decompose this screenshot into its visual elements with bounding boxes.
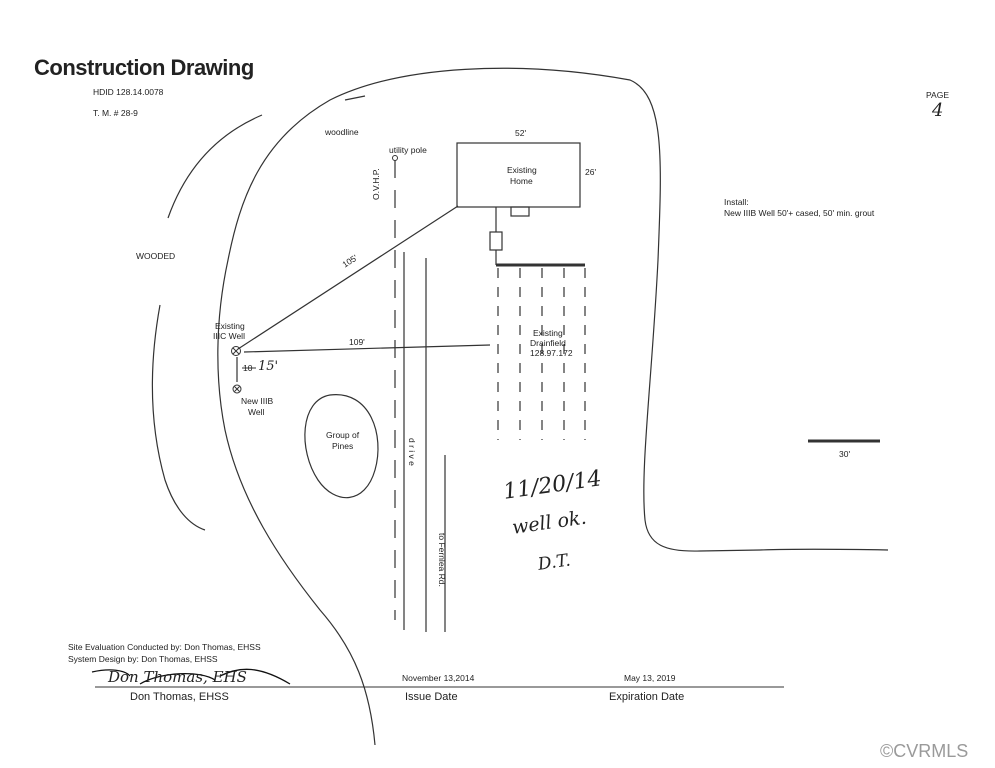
new-well-icon — [232, 384, 242, 394]
install-label-line1: Install: — [724, 197, 749, 207]
pines-label-line2: Pines — [332, 441, 354, 451]
existing-home — [456, 142, 581, 208]
site-evaluation-credit: Site Evaluation Conducted by: Don Thomas… — [68, 642, 261, 652]
drive-label: d r i v e — [407, 438, 417, 466]
cvrmls-watermark: ©CVRMLS — [880, 741, 969, 761]
drainfield-label-line3: 128.97.172 — [530, 348, 573, 358]
tax-map-label: T. M. # 28-9 — [93, 108, 138, 118]
existing-well-label-line1: Existing — [215, 321, 245, 331]
install-label-line2: New IIIB Well 50'+ cased, 50' min. grout — [724, 208, 875, 218]
well-spacing-label: 15' — [258, 359, 279, 374]
distance-drainfield-label: 109' — [349, 337, 365, 347]
expiration-date-label: Expiration Date — [609, 691, 685, 703]
well-spacing-struck: 10 — [243, 363, 253, 373]
boundary-line — [217, 67, 889, 746]
pines-label-line1: Group of — [326, 430, 360, 440]
utility-pole-label: utility pole — [389, 145, 427, 155]
expiration-date-value: May 13, 2019 — [624, 673, 676, 683]
distance-line-drainfield — [243, 344, 491, 353]
home-label-line1: Existing — [507, 165, 537, 175]
woodline-label: woodline — [325, 127, 359, 137]
drainfield-lines — [497, 268, 586, 440]
overhead-power-label: O.V.H.P. — [371, 168, 381, 200]
woodline-stroke — [344, 95, 366, 101]
home-label-line2: Home — [510, 176, 533, 186]
scale-label: 30' — [839, 449, 851, 459]
page-title: Construction Drawing — [34, 55, 254, 80]
new-well-label-line1: New IIIB — [241, 396, 274, 406]
woods-arc — [167, 114, 263, 219]
distance-line-home — [237, 205, 459, 350]
existing-well-icon — [231, 346, 241, 356]
group-of-pines — [304, 394, 379, 499]
utility-pole-icon — [392, 155, 398, 161]
wooded-label: WOODED — [136, 251, 176, 261]
new-well-label-line2: Well — [248, 407, 265, 417]
home-depth-label: 26' — [585, 167, 597, 177]
handwritten-initials: D.T. — [536, 550, 572, 575]
existing-well-label-line2: IIIC Well — [213, 331, 245, 341]
drainfield-label-line2: Drainfield — [530, 338, 566, 348]
woods-arc-lower — [151, 304, 206, 531]
septic-tank — [489, 231, 503, 251]
home-porch — [510, 206, 530, 217]
drainfield-label-line1: Existing — [533, 328, 563, 338]
signer-name: Don Thomas, EHSS — [130, 691, 229, 703]
system-design-credit: System Design by: Don Thomas, EHSS — [68, 654, 218, 664]
road-label: to Fernlea Rd. — [437, 533, 447, 587]
page-label: PAGE — [926, 90, 949, 100]
page-number: 4 — [932, 100, 944, 121]
signature: Don Thomas, EHS — [108, 668, 247, 686]
signature-swash — [91, 668, 291, 685]
issue-date-value: November 13,2014 — [402, 673, 475, 683]
issue-date-label: Issue Date — [405, 691, 458, 703]
home-width-label: 52' — [515, 128, 527, 138]
hdid-label: HDID 128.14.0078 — [93, 87, 164, 97]
